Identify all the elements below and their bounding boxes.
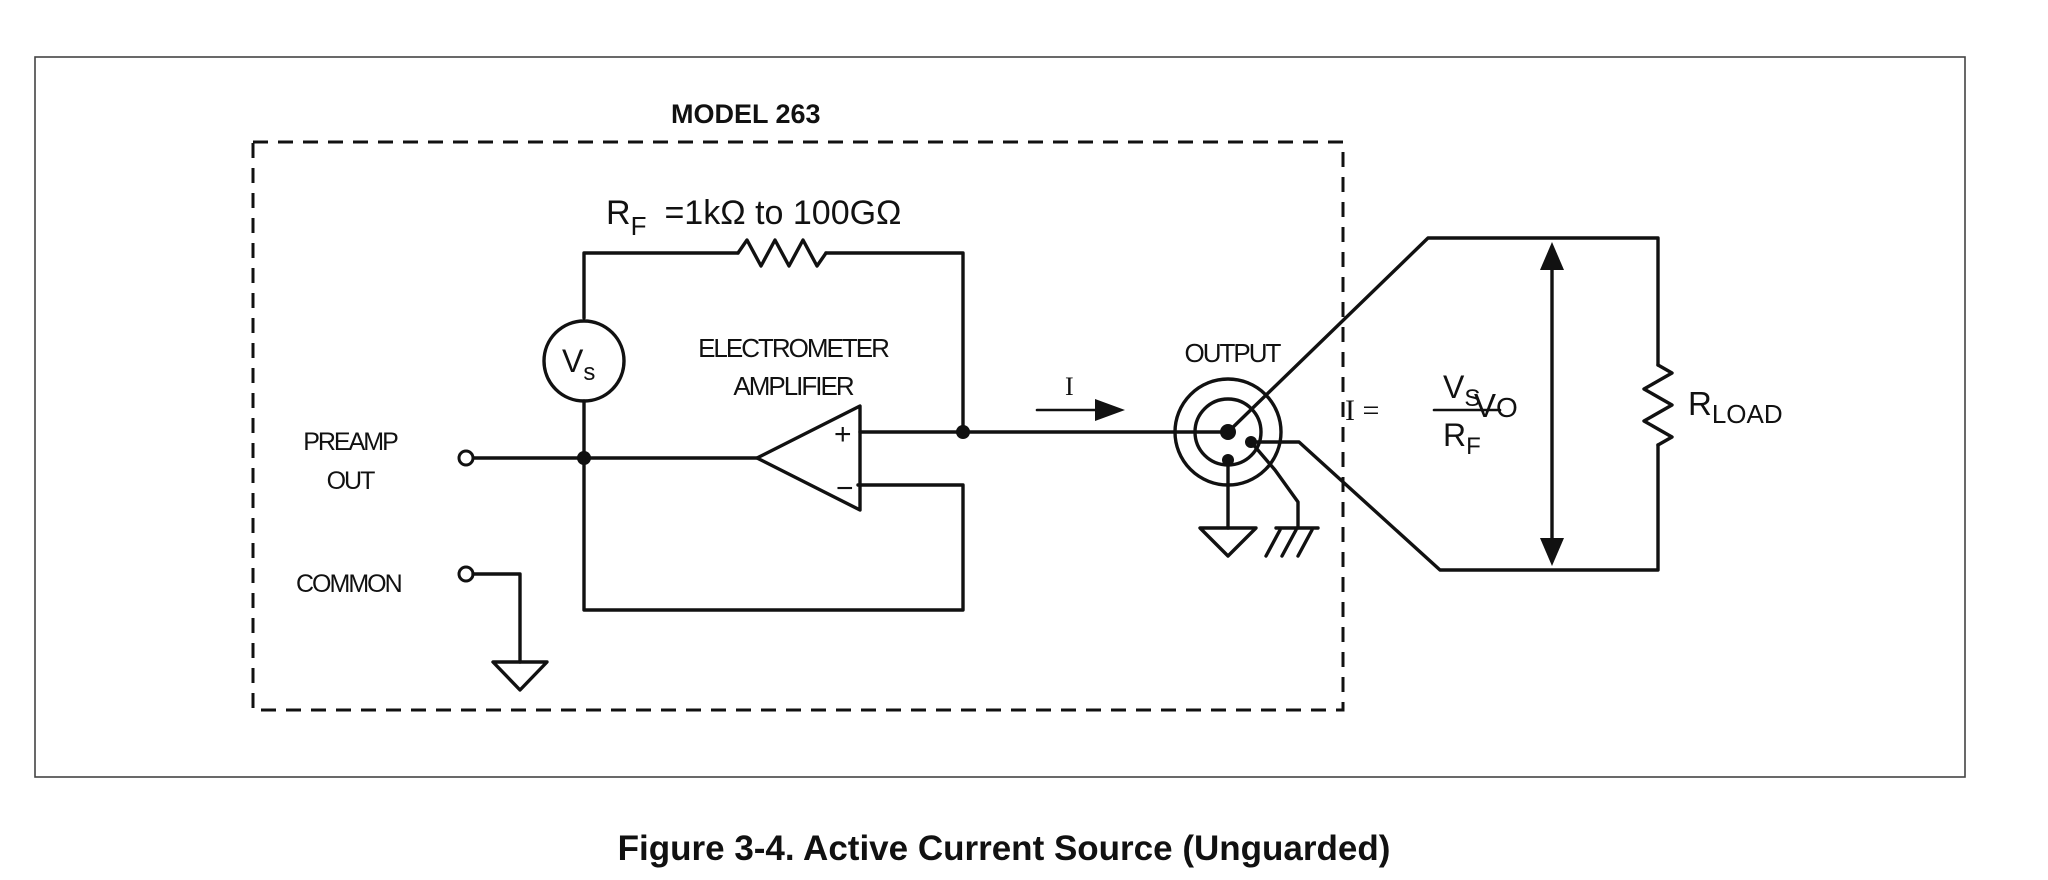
electrometer-amplifier	[755, 404, 862, 512]
feedback-resistor-label: RF=1kΩ to 100GΩ	[606, 194, 901, 241]
inverting-feedback-wire	[582, 456, 965, 612]
amplifier-minus-sign: −	[836, 472, 854, 505]
feedback-resistor	[582, 238, 965, 434]
equation-numerator: VS	[1443, 369, 1480, 412]
load-wire-top	[1226, 236, 1660, 434]
connector-ground	[1198, 458, 1258, 558]
load-wire-bottom	[1249, 440, 1660, 572]
load-resistor	[1642, 363, 1674, 447]
current-label: I	[1065, 372, 1074, 401]
load-resistor-label: RLOAD	[1688, 385, 1783, 429]
preamp-out-terminal	[457, 449, 475, 467]
figure-caption: Figure 3-4. Active Current Source (Ungua…	[618, 829, 1391, 868]
model-enclosure	[251, 140, 1345, 712]
model-label: MODEL 263	[671, 99, 821, 129]
common-terminal	[457, 565, 475, 583]
output-label: OUTPUT	[1185, 338, 1282, 368]
equation-lhs: I =	[1345, 394, 1379, 427]
equation-denominator: RF	[1443, 417, 1481, 460]
figure-frame	[34, 56, 1966, 778]
output-voltage-arrow	[1540, 242, 1564, 566]
amplifier-plus-sign: +	[834, 418, 852, 451]
common-ground-icon	[491, 660, 549, 692]
voltage-source-label: Vs	[562, 343, 595, 386]
common-label: COMMON	[296, 570, 402, 598]
junction-dot-right	[956, 425, 970, 439]
chassis-ground-icon	[1249, 440, 1320, 558]
output-voltage-label: VO	[1474, 387, 1518, 424]
